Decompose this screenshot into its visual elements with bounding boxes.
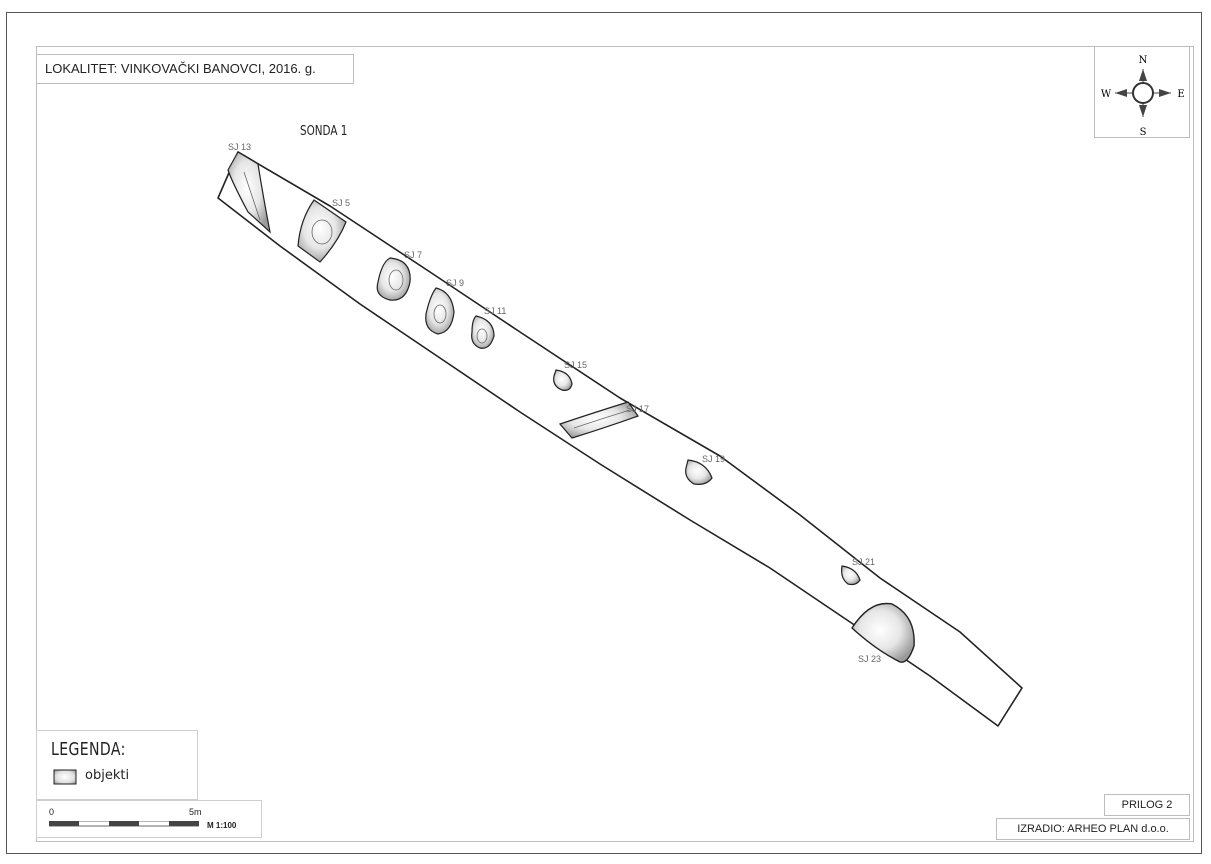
- scale-start-label: 0: [49, 807, 55, 817]
- trench-outline: [217, 151, 1023, 727]
- appendix-label: PRILOG 2: [1104, 794, 1190, 816]
- scale-bar-graphic: [49, 821, 199, 827]
- scale-end-label: 5m: [189, 807, 202, 817]
- feature-label-sj15: SJ 15: [564, 360, 587, 370]
- feature-sj7: [376, 257, 411, 301]
- outer-frame: [6, 12, 1202, 854]
- feature-sj13: [227, 151, 271, 234]
- feature-sj11: [471, 315, 495, 349]
- legend-label-objekti: objekti: [85, 768, 130, 783]
- feature-sj17: [558, 401, 639, 439]
- scale-ratio: M 1:100: [207, 821, 237, 830]
- trench-label: SONDA 1: [300, 123, 347, 138]
- map-frame: [36, 46, 1194, 842]
- feature-label-sj9: SJ 9: [446, 278, 464, 288]
- feature-sj23: [851, 602, 915, 663]
- feature-label-sj17: SJ 17: [626, 404, 649, 414]
- feature-sj9: [425, 287, 455, 335]
- feature-sj5: [297, 199, 347, 263]
- compass-north-label: N: [1139, 55, 1148, 66]
- feature-sj21: [841, 565, 861, 586]
- compass-south-label: S: [1140, 127, 1147, 138]
- legend: LEGENDA: objekti: [36, 730, 198, 800]
- compass-west-label: W: [1101, 89, 1112, 100]
- feature-label-sj13: SJ 13: [228, 142, 251, 152]
- compass-icon: N S E W: [1101, 55, 1185, 138]
- legend-swatch-icon: [53, 769, 77, 785]
- feature-label-sj7: SJ 7: [404, 250, 422, 260]
- compass-east-label: E: [1177, 89, 1184, 100]
- feature-label-sj19: SJ 19: [702, 454, 725, 464]
- feature-sj19: [685, 459, 713, 485]
- site-title: LOKALITET: VINKOVAČKI BANOVCI, 2016. g.: [36, 54, 354, 84]
- feature-sj15: [553, 369, 573, 391]
- feature-label-sj5: SJ 5: [332, 198, 350, 208]
- compass-rose: N S E W: [1094, 46, 1190, 138]
- scale-bar: 0 5m M 1:100: [36, 800, 262, 838]
- feature-label-sj21: SJ 21: [852, 557, 875, 567]
- author-credit: IZRADIO: ARHEO PLAN d.o.o.: [996, 818, 1190, 840]
- legend-title: LEGENDA:: [51, 739, 126, 760]
- feature-label-sj23: SJ 23: [858, 654, 881, 664]
- feature-label-sj11: SJ 11: [484, 306, 506, 316]
